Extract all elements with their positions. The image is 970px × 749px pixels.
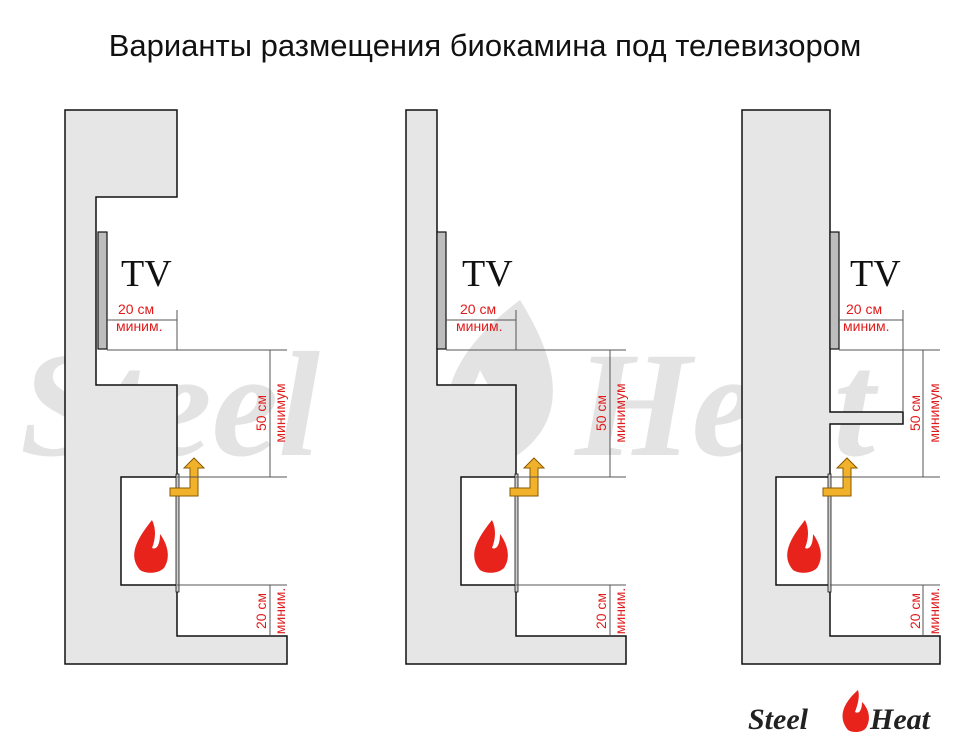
flame-icon-1 <box>134 520 168 573</box>
dim-gap-value-1: 50 см <box>253 395 269 431</box>
logo-text-right: Heat <box>869 703 932 736</box>
flame-icon-2 <box>474 520 508 573</box>
logo-text-left: Steel <box>748 703 809 736</box>
dim-gap-value-2: 50 см <box>593 395 609 431</box>
fireplace-glass-1 <box>175 473 180 593</box>
dim-side-3 <box>839 310 904 412</box>
tv-label-3: TV <box>850 253 901 295</box>
dim-floor-value-2: 20 см <box>593 593 609 629</box>
page-title: Варианты размещения биокамина под телеви… <box>108 28 862 63</box>
fireplace-glass-2 <box>514 473 519 593</box>
heat-arrow-icon-2 <box>509 457 546 497</box>
dim-gap-value-3: 50 см <box>907 395 923 431</box>
dim-side-2 <box>446 310 517 350</box>
logo-flame-icon <box>842 690 869 733</box>
dim-floor-value-1: 20 см <box>253 593 269 629</box>
dim-gap-2 <box>446 349 626 478</box>
tv-panel-2 <box>436 231 447 350</box>
dim-gap-3 <box>830 349 940 478</box>
dim-gap-note-3: минимум <box>926 383 942 442</box>
dim-side-value-1: 20 см <box>118 301 154 317</box>
fireplace-glass-3 <box>827 473 832 593</box>
dim-floor-value-3: 20 см <box>907 593 923 629</box>
dim-side-note-1: миним. <box>116 318 163 334</box>
heat-arrow-icon-1 <box>169 457 206 497</box>
dim-floor-2 <box>516 584 626 636</box>
dim-side-note-3: миним. <box>843 318 890 334</box>
brand-logo: Steel Heat <box>748 690 932 736</box>
tv-label-1: TV <box>121 253 172 295</box>
dim-side-1 <box>107 310 178 350</box>
dim-gap-note-1: минимум <box>272 383 288 442</box>
tv-panel-1 <box>97 231 108 350</box>
flame-icon-3 <box>787 520 821 573</box>
dim-floor-note-2: миним. <box>612 588 628 635</box>
watermark-flame-icon <box>447 300 553 460</box>
dim-floor-note-3: миним. <box>926 588 942 635</box>
dim-gap-note-2: минимум <box>612 383 628 442</box>
variant-2: TV 20 см миним. 50 см минимум 20 см мини… <box>405 109 628 665</box>
dim-side-value-3: 20 см <box>846 301 882 317</box>
dim-floor-3 <box>830 584 940 636</box>
dim-floor-note-1: миним. <box>272 588 288 635</box>
dim-side-note-2: миним. <box>456 318 503 334</box>
heat-arrow-icon-3 <box>822 457 859 497</box>
tv-panel-3 <box>829 231 840 350</box>
dim-gap-1 <box>107 349 287 478</box>
variant-1: TV 20 см миним. 50 см минимум 20 см мини… <box>64 109 288 665</box>
tv-label-2: TV <box>462 253 513 295</box>
dim-floor-1 <box>177 584 287 636</box>
dim-side-value-2: 20 см <box>460 301 496 317</box>
variant-3: TV 20 см миним. 50 см минимум 20 см мини… <box>741 109 942 665</box>
